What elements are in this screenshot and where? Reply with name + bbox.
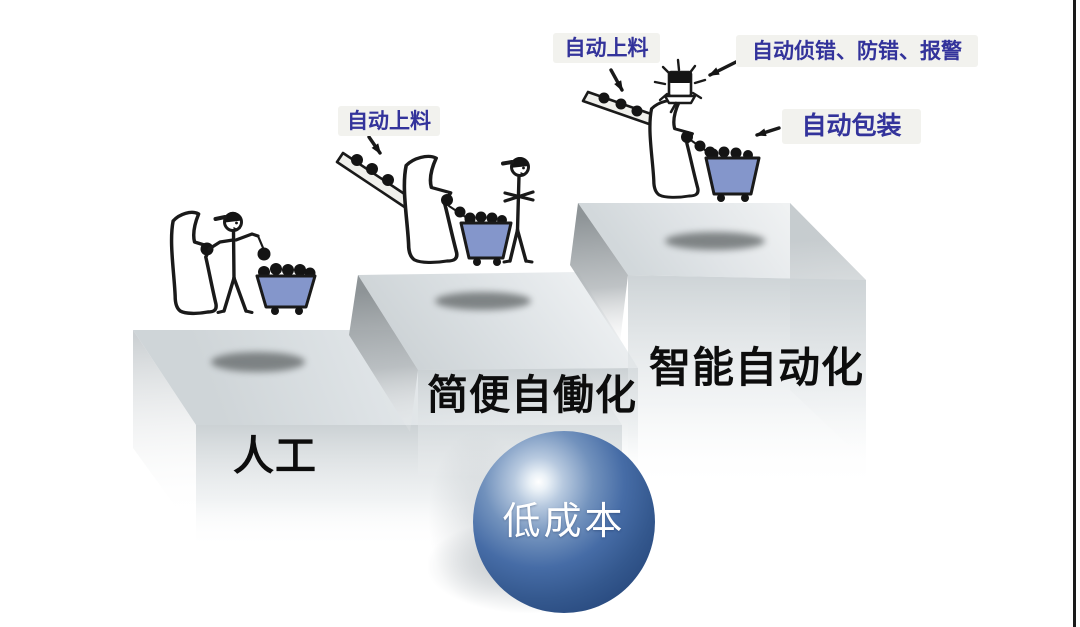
cart-icon <box>704 146 761 202</box>
step-title-manual: 人工 <box>233 433 317 479</box>
cart-icon <box>255 263 317 315</box>
machine-icon <box>402 154 459 265</box>
callout-auto-feed-top: 自动上料 <box>553 33 660 63</box>
step2-surface-shadow <box>435 292 531 310</box>
callout-arrow <box>609 68 624 92</box>
callout-arrow <box>367 135 382 155</box>
callout-auto-feed-mid: 自动上料 <box>338 106 440 136</box>
step-block-smart-automation <box>570 203 866 490</box>
feed-chute <box>335 151 414 210</box>
callout-arrow <box>755 126 781 137</box>
low-cost-label: 低成本 <box>502 501 626 543</box>
step3-surface-shadow <box>665 232 765 250</box>
alarm-beacon-icon <box>653 58 707 114</box>
machine-icon <box>648 98 700 199</box>
step-title-simple-automation: 简便自働化 <box>427 372 637 418</box>
scene-simple-automation <box>335 135 535 266</box>
scene-manual <box>169 210 317 316</box>
image-right-border <box>1073 0 1076 627</box>
step1-surface-shadow <box>211 352 305 372</box>
low-cost-sphere: 低成本 <box>473 431 655 613</box>
scene-smart-automation <box>581 55 781 202</box>
step-title-smart-automation: 智能自动化 <box>649 344 865 391</box>
callout-auto-detect: 自动侦错、防错、报警 <box>736 35 978 67</box>
cart-icon <box>459 211 513 266</box>
worker-icon <box>501 157 535 264</box>
machine-icon <box>169 210 218 316</box>
callout-auto-pack: 自动包装 <box>782 109 921 144</box>
worker-icon <box>207 211 271 314</box>
